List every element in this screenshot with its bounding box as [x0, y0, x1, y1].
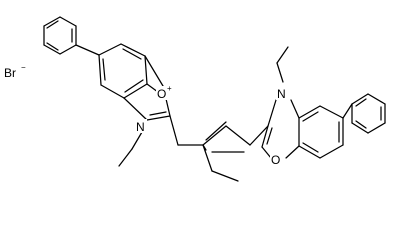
bridge-to-right-ring: [249, 125, 269, 146]
methine-bridge: [169, 115, 251, 153]
bridge-ethyl-branch: [202, 144, 239, 182]
right-phenyl-link: [342, 103, 353, 119]
left-benzo-ring: [98, 43, 148, 99]
right-phenyl-ring: [351, 93, 386, 134]
left-phenyl-link: [75, 44, 100, 56]
counterion-label: Br: [4, 66, 16, 80]
left-n-ethyl: [118, 131, 143, 167]
left-nitrogen-label: N: [136, 120, 145, 134]
right-n-ethyl: [276, 46, 289, 83]
right-benzo-ring: [298, 105, 344, 159]
left-oxygen-label: O: [157, 87, 166, 101]
right-nitrogen-label: N: [277, 87, 286, 101]
right-oxygen-label: O: [271, 153, 280, 167]
counterion-charge: −: [21, 63, 26, 72]
left-phenyl-ring: [43, 16, 77, 55]
left-oxygen-charge: +: [167, 84, 172, 93]
structure-diagram: Br − O + N N O: [4, 16, 386, 182]
right-oxazole-ring: [261, 99, 300, 159]
